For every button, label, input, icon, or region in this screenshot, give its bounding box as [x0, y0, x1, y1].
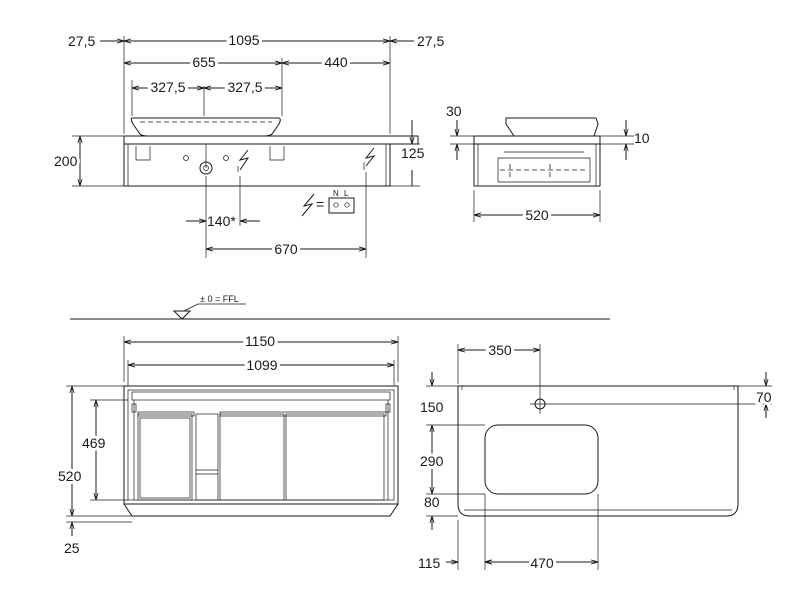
vessel-basin: [130, 117, 281, 137]
dim-side-basin-rim: 10: [634, 130, 650, 146]
power-symbol-icon: [364, 147, 376, 167]
dim-plan-basin-left: 115: [418, 555, 441, 571]
dim-top-bowl-half-right: 327,5: [227, 79, 262, 95]
dim-front-inner-width: 1099: [246, 357, 277, 373]
front-elevation-view: 27,5 1095 27,5 655 440 327,5 327,5 200 1…: [51, 29, 444, 260]
cabinet-front-view: 1150 1099 469 520 25: [55, 330, 399, 556]
dim-plan-basin-depth: 290: [420, 453, 444, 469]
level-marker-icon: [172, 310, 192, 320]
cabinet-outline: [123, 385, 399, 505]
dim-top-bowl-half-left: 327,5: [150, 79, 185, 95]
dim-side-top-thickness: 30: [446, 103, 462, 119]
dim-front-total-width: 1150: [245, 333, 275, 349]
basin-plan: [484, 424, 599, 495]
dim-top-right-section: 440: [324, 54, 348, 70]
floor-label: ± 0 = FFL: [200, 294, 239, 304]
dim-front-inner-height: 469: [82, 435, 106, 451]
socket-n-label: N: [333, 189, 339, 198]
dim-top-height: 200: [54, 153, 78, 169]
dim-front-total-height: 520: [58, 468, 82, 484]
side-cabinet: [473, 143, 601, 187]
dim-top-socket-offset: 670: [274, 241, 298, 257]
floor-reference: ± 0 = FFL: [70, 294, 610, 320]
socket-eq: =: [316, 196, 324, 212]
countertop-plan: [457, 385, 739, 517]
dim-front-plinth: 25: [64, 540, 80, 556]
electrical-icon: [301, 193, 315, 217]
dim-top-socket-height: 125: [401, 145, 425, 161]
side-view: 30 10 520: [446, 103, 650, 226]
dim-top-total-width: 1095: [228, 32, 259, 48]
dim-side-depth: 520: [525, 207, 549, 223]
side-countertop: [473, 135, 601, 145]
power-symbol-icon: [238, 149, 250, 171]
drawer-left: [137, 413, 193, 501]
drain-outlet: [199, 161, 213, 175]
dim-top-left-overhang: 27,5: [68, 33, 95, 49]
dim-top-left-section: 655: [192, 54, 216, 70]
socket-l-label: L: [344, 189, 349, 198]
dim-plan-tap-depth: 70: [756, 389, 772, 405]
cabinet-plinth: [123, 503, 399, 517]
dim-top-right-overhang: 27,5: [417, 33, 444, 49]
dim-plan-tap-offset: 350: [488, 342, 512, 358]
drawer-center: [219, 413, 285, 501]
plan-view: 350 70 150 290 80 115 470: [417, 339, 775, 574]
socket-box: [328, 197, 355, 214]
drawer-middle: [195, 413, 219, 501]
cabinet-body: [123, 143, 391, 187]
dim-plan-basin-width: 470: [530, 555, 554, 571]
countertop-slab: [123, 135, 419, 145]
side-basin: [505, 117, 599, 137]
dim-plan-basin-top: 150: [420, 399, 444, 415]
dim-plan-basin-front: 80: [424, 494, 440, 510]
drawer-right: [285, 413, 385, 501]
dim-top-drain-offset: 140*: [207, 213, 236, 229]
